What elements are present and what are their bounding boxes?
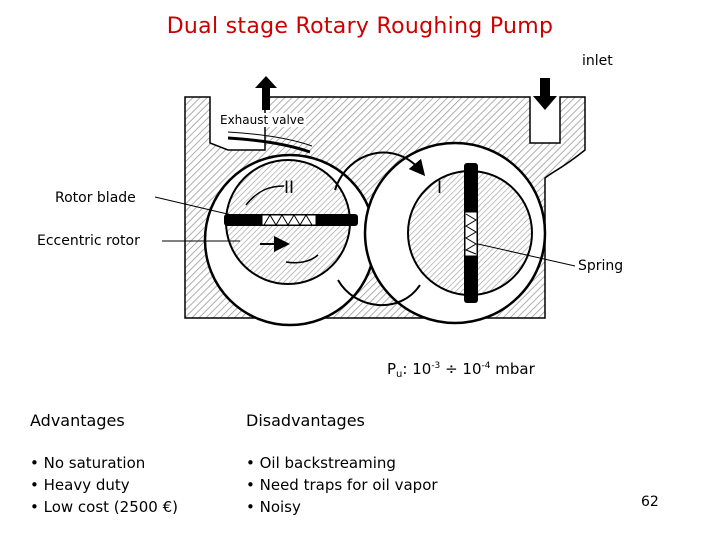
list-item: • Need traps for oil vapor	[246, 476, 438, 494]
eccentric-rotor-label: Eccentric rotor	[37, 233, 140, 249]
exhaust-valve	[227, 136, 311, 154]
rotor-blade-label: Rotor blade	[55, 190, 136, 206]
exhaust-valve-label: Exhaust valve	[218, 113, 307, 127]
disadvantages-heading: Disadvantages	[246, 411, 365, 430]
list-item: • Low cost (2500 €)	[30, 498, 179, 516]
inlet-arrow	[533, 78, 557, 110]
list-item: • Noisy	[246, 498, 301, 516]
blade-spring-stage-two	[261, 214, 317, 226]
page-number: 62	[641, 494, 659, 510]
stage-two-label: II	[284, 178, 295, 198]
slide-title: Dual stage Rotary Roughing Pump	[166, 14, 554, 39]
stage-one-label: I	[437, 178, 443, 198]
list-item: • Heavy duty	[30, 476, 130, 494]
ultimate-pressure: Pu: 10-3 ÷ 10-4 mbar	[387, 360, 535, 380]
advantages-list: • No saturation • Heavy duty • Low cost …	[30, 452, 178, 518]
spring-label: Spring	[578, 258, 624, 274]
list-item: • No saturation	[30, 454, 146, 472]
disadvantages-list: • Oil backstreaming • Need traps for oil…	[246, 452, 438, 518]
exhaust-arrow	[255, 76, 277, 110]
list-item: • Oil backstreaming	[246, 454, 396, 472]
leader-spring	[477, 243, 576, 267]
leader-rotor-blade	[154, 196, 237, 217]
advantages-heading: Advantages	[30, 411, 125, 430]
inlet-label: inlet	[582, 53, 613, 69]
